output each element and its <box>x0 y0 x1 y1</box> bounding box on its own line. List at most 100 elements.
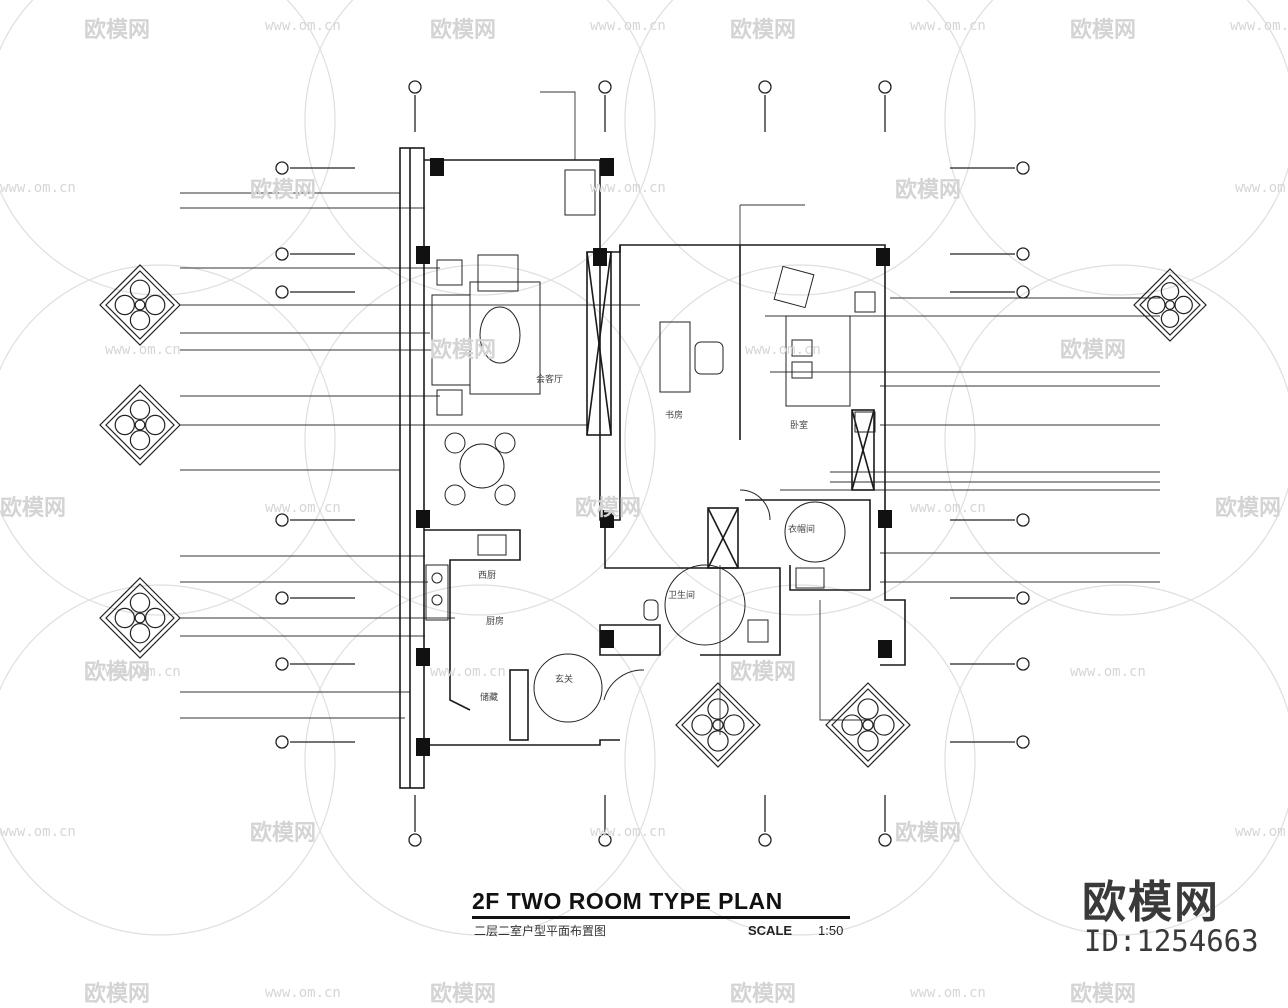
index-lobe <box>1174 295 1193 315</box>
watermark-logo: 欧模网 <box>730 660 797 685</box>
door-swing <box>739 489 771 521</box>
index-lobe <box>1147 295 1166 315</box>
watermark-arc <box>944 0 1288 296</box>
index-lobe <box>129 623 151 644</box>
index-lobe <box>129 399 151 420</box>
room-label-storage: 储藏 <box>480 693 499 703</box>
kitchen-counter <box>425 564 449 621</box>
watermark-url: www.om.cn <box>590 18 666 34</box>
grid-bubble <box>275 285 289 299</box>
closet-cross-b <box>851 409 875 491</box>
column <box>593 248 607 266</box>
column <box>600 158 614 176</box>
index-diamond <box>99 384 181 466</box>
index-lobe <box>129 592 151 614</box>
foyer-rug <box>533 653 603 723</box>
closet-panel <box>851 409 875 491</box>
watermark-arc <box>304 264 656 616</box>
watermark-arc <box>304 0 656 296</box>
grid-bubble <box>598 80 612 94</box>
side-lamp-table <box>436 389 463 416</box>
grid-bubble <box>758 80 772 94</box>
index-lobe <box>691 714 713 736</box>
grid-bubble <box>1016 247 1030 261</box>
bed <box>785 315 851 407</box>
dining-table <box>459 443 505 489</box>
structural-columns <box>416 158 892 756</box>
index-diamond <box>675 682 761 768</box>
pillow <box>791 361 813 379</box>
grid-bubble <box>275 513 289 527</box>
scale-value: 1:50 <box>818 923 844 938</box>
watermark-url: www.om.cn <box>745 342 821 358</box>
watermark-url: www.om.cn <box>1070 664 1146 680</box>
model-id: ID:1254663 <box>1084 924 1259 958</box>
index-center <box>134 612 146 624</box>
pillow <box>791 339 813 357</box>
title-underline <box>472 916 850 919</box>
bathroom-walls <box>604 520 781 656</box>
toilet <box>643 599 659 621</box>
index-lobe <box>857 698 879 720</box>
watermark-url: www.om.cn <box>1230 18 1288 34</box>
index-lobe <box>129 310 151 331</box>
column <box>876 248 890 266</box>
watermark-url: www.om.cn <box>265 985 341 1001</box>
room-label-kitchen: 厨房 <box>486 617 505 627</box>
desk-chair <box>694 341 724 375</box>
axis-grid <box>275 80 1030 847</box>
index-lobe <box>129 430 151 451</box>
watermark-arc <box>944 264 1288 616</box>
living-zone-walls <box>424 159 906 666</box>
index-diamond-inner <box>1139 274 1201 336</box>
index-diamond-inner <box>681 688 755 762</box>
index-diamond-inner <box>831 688 905 762</box>
room-label-study: 书房 <box>665 411 684 421</box>
room-label-foyer: 玄关 <box>555 675 574 685</box>
index-lobe <box>144 607 166 629</box>
fridge <box>477 534 507 556</box>
index-lobe <box>723 714 745 736</box>
watermark-url: www.om.cn <box>910 18 986 34</box>
leader-line-top <box>540 91 576 160</box>
watermark-logo: 欧模网 <box>250 178 317 203</box>
watermark-arc <box>624 584 976 936</box>
index-lobe <box>129 279 151 300</box>
lounge-chair <box>773 265 815 309</box>
watermark-logo: 欧模网 <box>250 821 317 846</box>
drawing-subtitle: 二层二室户型平面布置图 <box>474 924 607 938</box>
door-swing <box>603 669 645 701</box>
room-label-pantry: 西厨 <box>478 571 497 581</box>
vanity-sink <box>795 567 825 589</box>
column <box>416 648 430 666</box>
index-lobe <box>144 414 166 436</box>
drawing-title: 2F TWO ROOM TYPE PLAN <box>472 888 783 914</box>
watermark-arc <box>304 584 656 936</box>
watermark-url: www.om.cn <box>105 664 181 680</box>
index-lobe <box>857 730 879 752</box>
watermark-url: www.om.cn <box>0 180 76 196</box>
watermark-curves <box>0 0 1288 936</box>
side-lamp-table <box>436 259 463 286</box>
grid-bubble <box>1016 161 1030 175</box>
index-symbols <box>99 264 1207 768</box>
column <box>878 640 892 658</box>
index-diamond <box>1133 268 1207 342</box>
armchair <box>477 254 519 292</box>
index-lobe <box>841 714 863 736</box>
column <box>416 738 430 756</box>
watermark-logo: 欧模网 <box>895 178 962 203</box>
watermark-arc <box>624 0 976 296</box>
grid-bubble <box>275 657 289 671</box>
facade-outline <box>399 147 425 789</box>
room-label-bathroom: 卫生间 <box>668 591 696 601</box>
grid-bubble <box>758 833 772 847</box>
watermark-url: www.om.cn <box>1235 824 1288 840</box>
index-diamond <box>99 264 181 346</box>
kitchen-walls <box>424 529 521 711</box>
index-lobe <box>1160 309 1180 328</box>
grid-bubble <box>1016 591 1030 605</box>
shower-circle <box>664 564 746 646</box>
watermark-arc <box>624 264 976 616</box>
